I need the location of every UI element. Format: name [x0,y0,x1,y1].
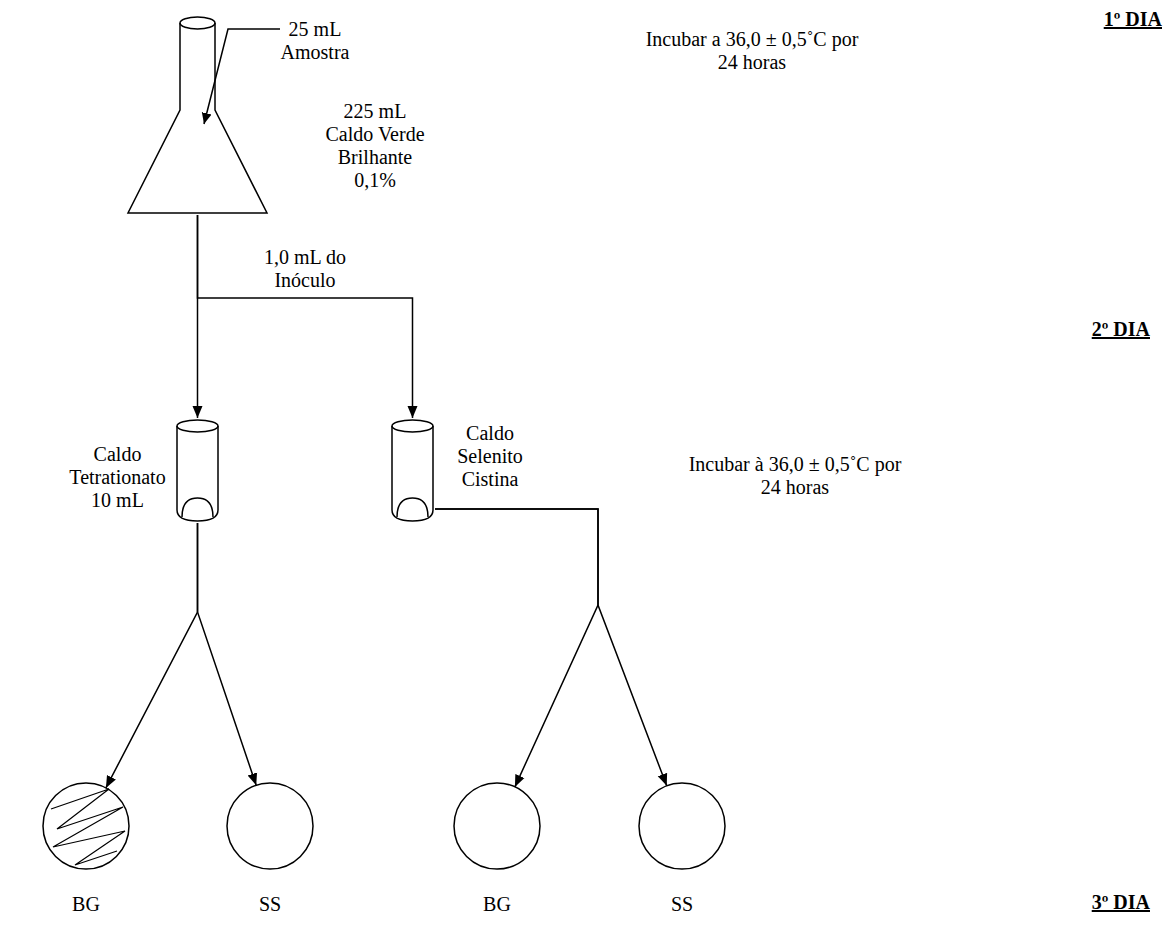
culture-tube: Caldo Selenito Cistina [385,418,545,526]
day-heading: 3º DIA [1092,891,1150,914]
edge-label: 1,0 mL do Inóculo [253,246,357,292]
node-text: 25 mL Amostra [270,18,360,64]
flow-arrow [198,523,257,785]
plate-rim [43,783,129,869]
streak-lines [51,789,125,865]
petri-dish: BG [36,779,136,924]
incubation-note: Incubar a 36,0 ± 0,5˚C por 24 horas [645,28,860,74]
incubation-note: Incubar à 36,0 ± 0,5˚C por 24 horas [688,453,903,499]
node-text: BG [36,893,136,916]
plate-outline [452,781,542,871]
node-text: SS [220,893,320,916]
flask-body [128,23,267,213]
durham-curve [397,498,428,517]
tube-outline [175,418,220,523]
flow-arrow [435,509,667,786]
tube-outline [390,418,435,523]
flask-outline [125,15,270,215]
day-heading: 2º DIA [1092,318,1150,341]
plate-rim [227,783,313,869]
plate-outline [225,781,315,871]
tube-mouth [177,420,218,432]
node-text: Caldo Tetrationato 10 mL [60,443,175,512]
plate-outline [41,781,131,871]
culture-tube: Caldo Tetrationato 10 mL [60,418,225,526]
node-text: Caldo Selenito Cistina [445,422,535,491]
petri-dish: BG [447,779,547,924]
tube-mouth [392,420,433,432]
tube-body [392,426,433,521]
node-text: BG [447,893,547,916]
day-heading: 1º DIA [1104,8,1162,31]
flask-mouth [180,17,215,29]
node-text: 225 mL Caldo Verde Brilhante 0,1% [320,100,430,192]
flow-arrow [106,523,198,788]
plate-rim [639,783,725,869]
tube-body [177,426,218,521]
petri-dish: SS [220,779,320,924]
durham-curve [182,498,213,517]
petri-dish: SS [632,779,732,924]
flow-arrow [435,509,598,787]
plate-outline [637,781,727,871]
node-text: SS [632,893,732,916]
flask-node: 25 mL Amostra 225 mL Caldo Verde Brilhant… [125,15,470,215]
flow-arrow [198,215,413,418]
plate-rim [454,783,540,869]
